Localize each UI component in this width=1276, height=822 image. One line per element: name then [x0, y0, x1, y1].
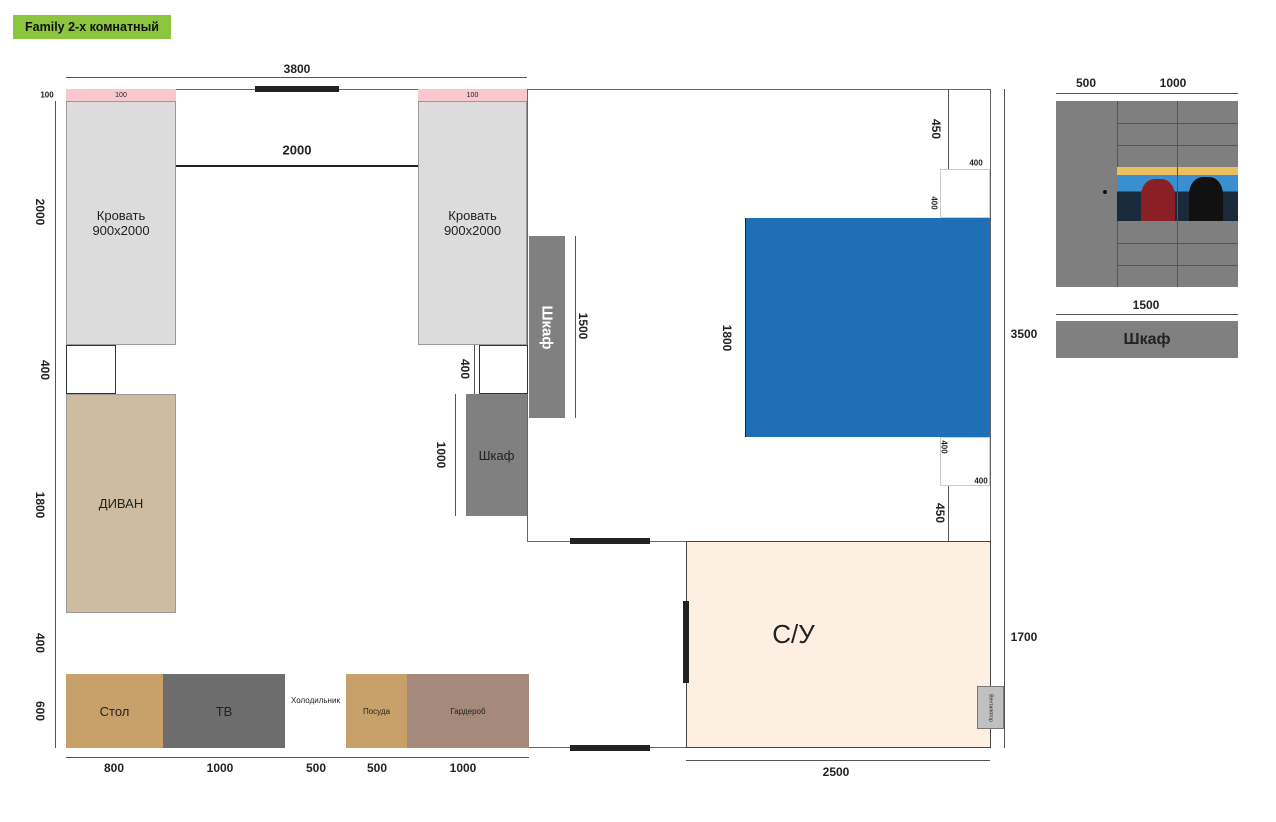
- title-badge: Family 2-х комнатный: [13, 15, 171, 39]
- dim-line: [1056, 93, 1238, 94]
- pillow-zone-1: 100: [66, 89, 176, 101]
- side-dim-left: 500: [1075, 76, 1097, 90]
- dim-line: [176, 165, 418, 167]
- wardrobe: Гардероб: [407, 674, 529, 748]
- dim-line: [474, 345, 475, 394]
- dim-label: 400: [939, 440, 949, 454]
- dim-label: 2000: [33, 198, 47, 226]
- dishes-cabinet: Посуда: [346, 674, 407, 748]
- blue-zone: [745, 218, 990, 437]
- dim-line: [948, 486, 949, 541]
- wall-right: [990, 89, 991, 748]
- dim-label: 450: [933, 502, 947, 524]
- window-top: [255, 86, 339, 92]
- dim-label: 1800: [720, 324, 734, 352]
- fridge: Холодильник: [285, 674, 346, 748]
- dim-line: [1004, 89, 1005, 748]
- table: Стол: [66, 674, 163, 748]
- closet-small: Шкаф: [466, 394, 527, 516]
- dim-label: 1500: [576, 312, 590, 340]
- dim-label: 400: [458, 358, 472, 380]
- dim-label: 450: [929, 118, 943, 140]
- dim-label: 1000: [206, 761, 234, 775]
- wardrobe-handle: [1103, 190, 1107, 194]
- dim-label: 3500: [1010, 327, 1038, 341]
- dim-label: 2500: [822, 765, 850, 779]
- dim-label: 3800: [283, 62, 311, 76]
- dim-label: 1000: [449, 761, 477, 775]
- door-bottom: [570, 745, 650, 751]
- dim-line: [66, 77, 527, 78]
- door-hall: [570, 538, 650, 544]
- side-dim-total: 1500: [1132, 298, 1160, 312]
- pillow-zone-2: 100: [418, 89, 527, 101]
- bed-2-label: Кровать: [448, 208, 497, 223]
- dim-label: 400: [974, 476, 988, 486]
- dim-label: 400: [38, 359, 52, 381]
- dim-label: 500: [366, 761, 388, 775]
- dim-label: 600: [33, 700, 47, 722]
- wall-inner: [527, 89, 528, 541]
- dim-line: [66, 757, 529, 758]
- door-bathroom: [683, 601, 689, 683]
- dim-line: [55, 101, 56, 748]
- tv-person-1: [1141, 179, 1175, 221]
- dim-label: 400: [929, 196, 939, 210]
- ventilator: Вентилятор: [977, 686, 1004, 729]
- closet-tall-label: Шкаф: [538, 304, 556, 350]
- ventilator-label: Вентилятор: [987, 693, 994, 722]
- side-dim-right: 1000: [1159, 76, 1187, 90]
- closet-tall: Шкаф: [529, 236, 565, 418]
- closet-plan: Шкаф: [1056, 321, 1238, 358]
- bathroom: С/У: [686, 541, 991, 748]
- dim-line: [1056, 314, 1238, 315]
- nightstand-2: [479, 345, 528, 394]
- clearance-box-2: [940, 437, 990, 486]
- dim-label: 400: [969, 158, 983, 168]
- bed-1-size: 900x2000: [92, 223, 150, 238]
- dim-label: 1700: [1010, 630, 1038, 644]
- dim-label: 400: [33, 632, 47, 654]
- bed-2-size: 900x2000: [443, 223, 502, 238]
- tv-person-2: [1189, 177, 1223, 221]
- dim-label: 800: [103, 761, 125, 775]
- dim-line: [948, 89, 949, 169]
- dim-line: [455, 394, 456, 516]
- sofa: ДИВАН: [66, 394, 176, 613]
- wall-top: [66, 89, 990, 90]
- dim-label: 1000: [434, 441, 448, 469]
- tv-unit: ТВ: [163, 674, 285, 748]
- dim-label: 100: [40, 90, 54, 100]
- bed-1-label: Кровать: [96, 208, 146, 223]
- dim-line: [745, 218, 746, 437]
- dim-label: 1800: [33, 491, 47, 519]
- dim-line: [686, 760, 990, 761]
- clearance-box-1: [940, 169, 990, 218]
- dim-label: 500: [305, 761, 327, 775]
- wardrobe-elevation: [1056, 101, 1238, 287]
- nightstand-1: [66, 345, 116, 394]
- wardrobe-column-divider: [1177, 101, 1178, 287]
- dim-label: 2000: [282, 142, 312, 158]
- dim-line: [575, 236, 576, 418]
